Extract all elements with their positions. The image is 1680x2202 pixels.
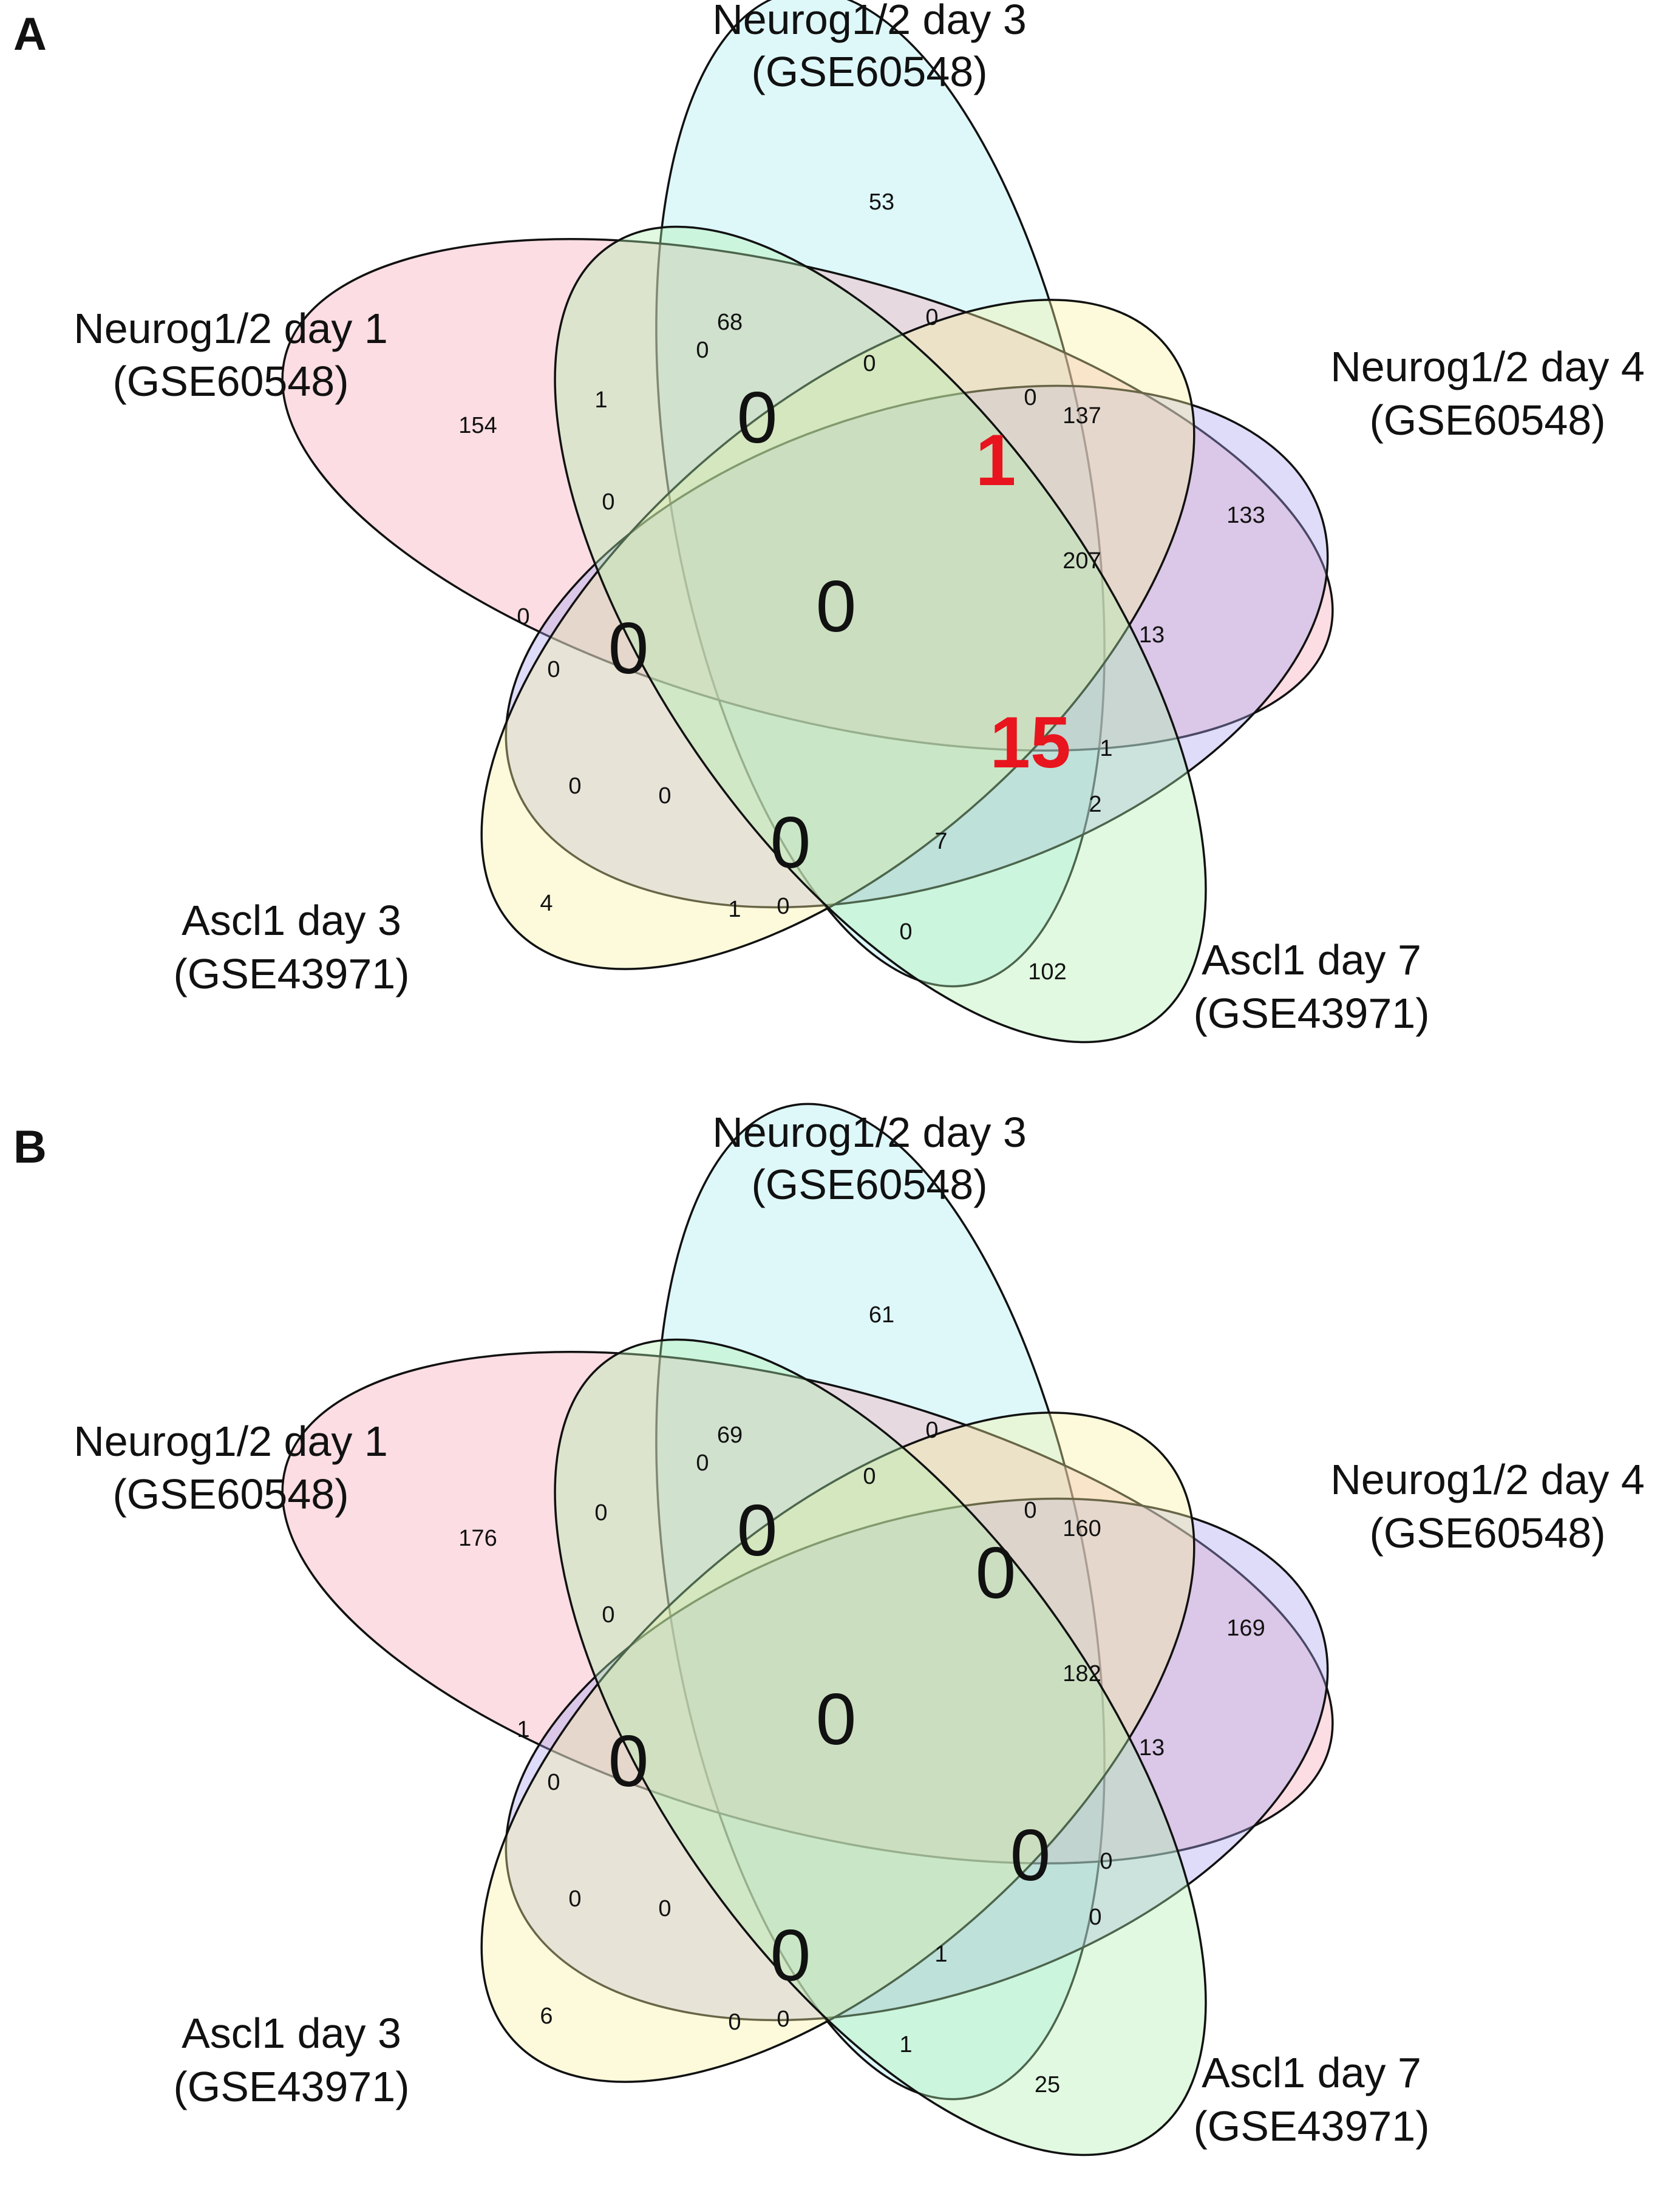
region-count: 0 — [568, 1886, 581, 1912]
venn-panel-a: A Neurog1/2 day 3 (GSE60548) Neurog1/2 day … — [13, 0, 1645, 1044]
region-count: 0 — [899, 919, 912, 945]
region-count: 0 — [816, 1679, 857, 1760]
set-label-accession-ascl1-day7: (GSE43971) — [1193, 990, 1429, 1037]
set-label-neurog-day1: Neurog1/2 day 1 — [73, 1418, 388, 1465]
set-label-accession-ascl1-day3: (GSE43971) — [173, 2063, 409, 2110]
region-count: 0 — [770, 1915, 811, 1996]
ellipse-neurog-day4 — [505, 384, 1329, 909]
set-label-accession-neurog-day3: (GSE60548) — [751, 48, 987, 95]
set-label-accession-ascl1-day3: (GSE43971) — [173, 950, 409, 997]
ellipse-ascl1-day7 — [554, 225, 1207, 1044]
region-count: 6 — [540, 2003, 553, 2029]
ellipse-neurog-day4 — [505, 1497, 1329, 2022]
set-label-neurog-day3: Neurog1/2 day 3 — [712, 0, 1027, 43]
region-count: 169 — [1226, 1616, 1265, 1641]
region-count: 69 — [717, 1422, 743, 1448]
region-count: 0 — [1089, 1905, 1101, 1930]
set-label-ascl1-day3: Ascl1 day 3 — [182, 2010, 401, 2057]
region-count: 0 — [737, 1490, 778, 1571]
region-count: 176 — [458, 1526, 497, 1551]
set-label-neurog-day4: Neurog1/2 day 4 — [1330, 343, 1645, 390]
region-count: 0 — [658, 783, 671, 809]
set-label-accession-neurog-day1: (GSE60548) — [112, 358, 349, 405]
set-label-neurog-day4: Neurog1/2 day 4 — [1330, 1456, 1645, 1503]
region-count: 0 — [816, 566, 857, 647]
region-count: 68 — [717, 310, 743, 335]
region-count: 160 — [1063, 1516, 1101, 1541]
region-count: 53 — [869, 189, 894, 215]
region-count: 102 — [1028, 959, 1066, 985]
region-count: 1 — [594, 387, 607, 413]
venn-ellipses — [281, 1103, 1334, 2156]
region-count: 1 — [976, 420, 1016, 501]
region-count: 0 — [547, 1770, 560, 1795]
region-count: 1 — [934, 1942, 947, 1967]
region-count: 13 — [1139, 1735, 1165, 1761]
region-count: 0 — [863, 351, 876, 376]
set-label-accession-neurog-day3: (GSE60548) — [751, 1161, 987, 1208]
region-count: 0 — [608, 608, 649, 689]
region-count: 0 — [777, 2007, 789, 2032]
region-count: 0 — [770, 802, 811, 883]
set-label-ascl1-day7: Ascl1 day 7 — [1202, 936, 1421, 984]
venn-ellipses — [281, 0, 1334, 1044]
region-count: 0 — [1100, 1849, 1112, 1874]
region-count: 13 — [1139, 622, 1165, 648]
set-label-neurog-day1: Neurog1/2 day 1 — [73, 305, 388, 352]
region-count: 133 — [1226, 503, 1265, 528]
region-count: 0 — [1024, 1498, 1036, 1523]
region-count: 2 — [1089, 792, 1101, 817]
region-count: 1 — [517, 1717, 529, 1742]
panel-letter: A — [13, 8, 47, 60]
set-label-accession-neurog-day1: (GSE60548) — [112, 1470, 349, 1518]
region-count: 0 — [696, 1450, 709, 1476]
region-count: 0 — [925, 1418, 938, 1443]
region-count: 1 — [899, 2032, 912, 2058]
region-count: 0 — [547, 657, 560, 682]
ellipse-ascl1-day3 — [480, 1412, 1195, 2083]
set-label-accession-ascl1-day7: (GSE43971) — [1193, 2102, 1429, 2150]
set-label-neurog-day3: Neurog1/2 day 3 — [712, 1109, 1027, 1156]
set-label-accession-neurog-day4: (GSE60548) — [1369, 1509, 1605, 1557]
region-count: 15 — [990, 702, 1070, 783]
ellipse-neurog-day3 — [655, 1103, 1106, 2101]
panel-letter: B — [13, 1121, 47, 1173]
region-count: 0 — [602, 489, 614, 515]
venn-panel-b: B Neurog1/2 day 3 (GSE60548) Neurog1/2 day … — [13, 1103, 1645, 2156]
region-count: 0 — [696, 338, 709, 363]
region-count: 0 — [863, 1464, 876, 1489]
set-label-accession-neurog-day4: (GSE60548) — [1369, 396, 1605, 444]
region-count: 4 — [540, 891, 553, 916]
region-count: 7 — [934, 829, 947, 854]
region-count: 0 — [728, 2010, 741, 2035]
region-count: 1 — [1100, 736, 1112, 761]
set-label-ascl1-day7: Ascl1 day 7 — [1202, 2049, 1421, 2096]
region-count: 25 — [1035, 2072, 1060, 2098]
region-count: 0 — [658, 1896, 671, 1922]
region-count: 0 — [925, 305, 938, 330]
region-count: 137 — [1063, 403, 1101, 429]
ellipse-neurog-day3 — [655, 0, 1106, 988]
region-count: 207 — [1063, 548, 1101, 574]
region-count: 0 — [1024, 385, 1036, 410]
region-count: 0 — [602, 1602, 614, 1628]
region-count: 182 — [1063, 1661, 1101, 1687]
region-count: 0 — [608, 1721, 649, 1802]
region-count: 0 — [777, 894, 789, 919]
region-count: 0 — [594, 1500, 607, 1526]
region-count: 1 — [728, 897, 741, 922]
region-count: 154 — [458, 413, 497, 438]
region-count: 0 — [1010, 1815, 1051, 1896]
ellipse-ascl1-day7 — [554, 1338, 1207, 2156]
region-count: 0 — [517, 604, 529, 630]
region-count: 0 — [737, 377, 778, 458]
ellipse-ascl1-day3 — [480, 299, 1195, 970]
set-label-ascl1-day3: Ascl1 day 3 — [182, 897, 401, 944]
region-count: 0 — [976, 1532, 1016, 1614]
region-count: 0 — [568, 773, 581, 799]
region-count: 61 — [869, 1302, 894, 1328]
